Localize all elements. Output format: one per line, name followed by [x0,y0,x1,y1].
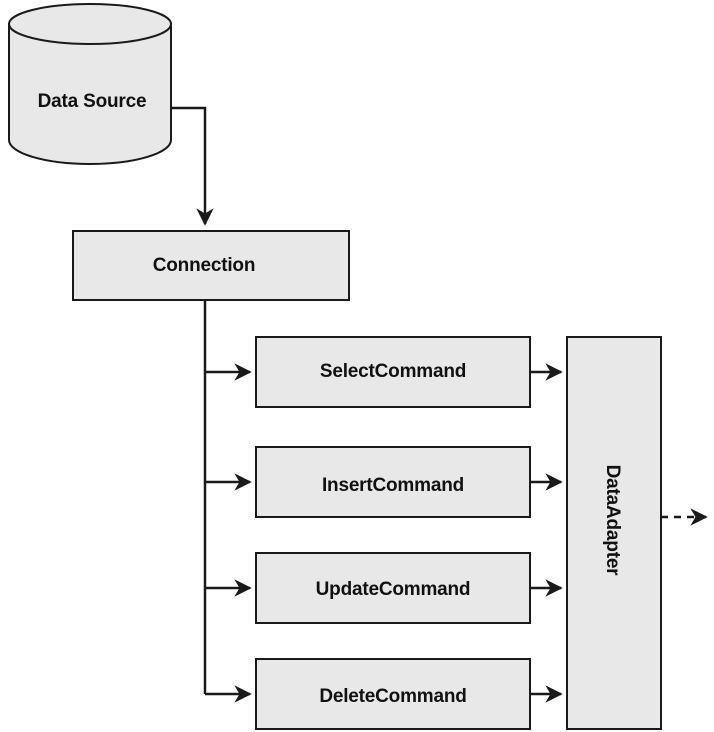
select-command-label: SelectCommand [320,361,466,382]
data-source-label: Data Source [38,91,147,112]
delete-command-label: DeleteCommand [319,686,466,707]
update-command-box [255,552,531,624]
update-command-label: UpdateCommand [316,579,471,600]
dataadapter-node: DataAdapter [566,336,662,730]
connection-box [72,230,350,301]
delete-command-node: DeleteCommand [255,658,531,730]
data-source-cylinder-body [8,23,172,165]
dataadapter-label: DataAdapter [602,465,623,577]
insert-command-node: InsertCommand [255,446,531,518]
update-command-node: UpdateCommand [255,552,531,624]
dataadapter-box [566,336,662,730]
insert-command-label: InsertCommand [322,475,464,496]
select-command-box [255,336,531,408]
delete-command-box [255,658,531,730]
connection-label: Connection [153,255,256,276]
connection-node: Connection [72,230,350,301]
data-source-cylinder-top [8,3,172,45]
data-source-node: Data Source [8,3,172,165]
arrow-datasource-to-connection [171,106,214,226]
insert-command-box [255,446,531,518]
select-command-node: SelectCommand [255,336,531,408]
